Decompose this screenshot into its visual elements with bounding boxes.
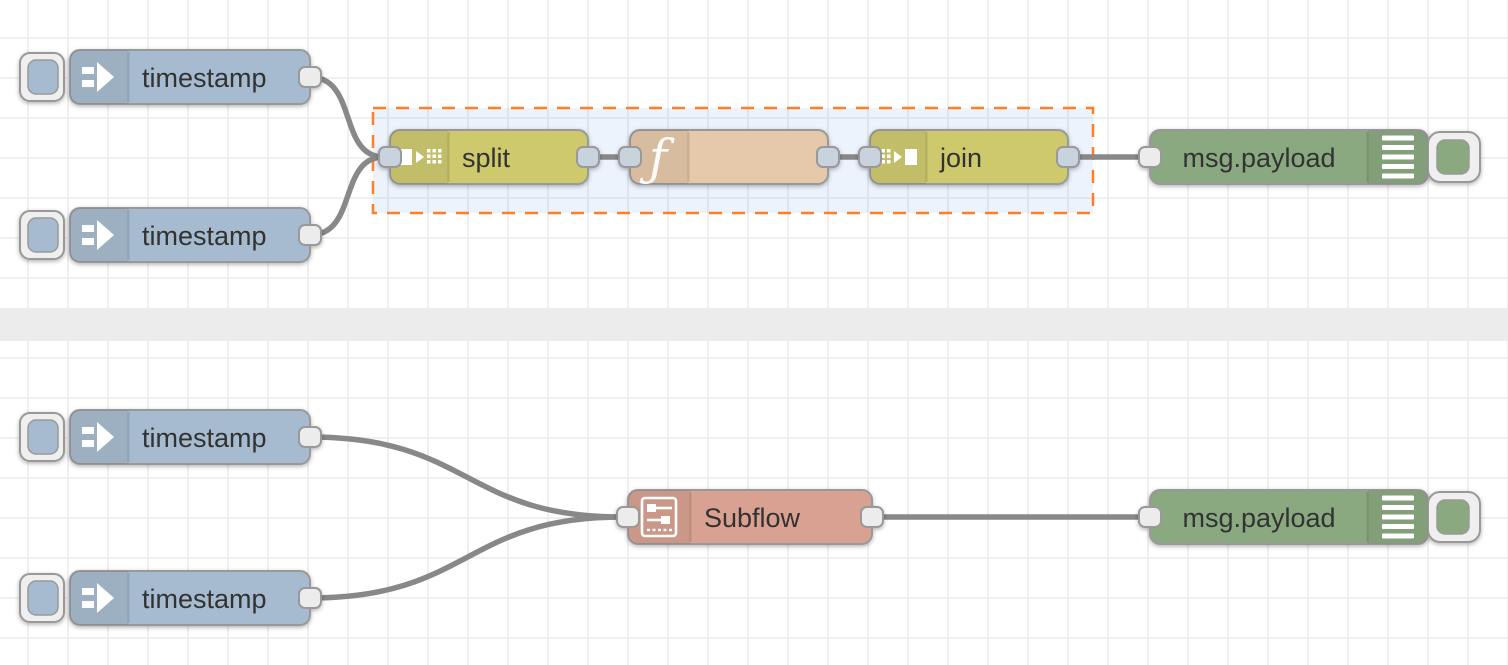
node-label: timestamp [142,221,267,251]
debug-list-icon [1382,135,1414,179]
node-label: msg.payload [1182,503,1335,533]
node-label: join [939,143,982,173]
split-node[interactable]: split [378,129,600,185]
input-port[interactable] [378,146,402,168]
node-label: timestamp [142,63,267,93]
inject-node-top-1[interactable]: timestamp [19,49,322,105]
node-label: timestamp [142,584,267,614]
subflow-node[interactable]: Subflow [616,489,884,545]
debug-toggle-button[interactable] [1427,491,1481,543]
output-port[interactable] [576,146,600,168]
inject-node-bottom-2[interactable]: timestamp [19,570,322,626]
inject-node-bottom-1[interactable]: timestamp [19,409,322,465]
inject-arrow-icon [82,422,114,452]
input-port[interactable] [858,146,882,168]
section-divider [0,308,1508,341]
node-label: timestamp [142,423,267,453]
function-node[interactable]: ƒ [618,129,840,187]
join-node[interactable]: join [858,129,1080,185]
input-port[interactable] [616,506,640,528]
input-port[interactable] [618,146,642,168]
output-port[interactable] [298,587,322,609]
debug-list-icon [1382,495,1414,539]
inject-arrow-icon [82,583,114,613]
output-port[interactable] [298,426,322,448]
node-label: Subflow [704,503,801,533]
subflow-icon [640,496,678,538]
inject-button[interactable] [19,412,65,462]
inject-button[interactable] [19,210,65,260]
output-port[interactable] [860,506,884,528]
debug-node-top[interactable]: msg.payload [1138,129,1481,185]
wire-inject2-split[interactable] [307,154,387,238]
output-port[interactable] [298,66,322,88]
input-port[interactable] [1138,506,1162,528]
debug-node-bottom[interactable]: msg.payload [1138,489,1481,545]
split-icon [400,149,442,165]
inject-button[interactable] [19,52,65,102]
output-port[interactable] [298,224,322,246]
debug-toggle-button[interactable] [1427,131,1481,183]
node-label: msg.payload [1182,143,1335,173]
output-port[interactable] [1056,146,1080,168]
inject-button[interactable] [19,573,65,623]
inject-arrow-icon [82,220,114,250]
output-port[interactable] [816,146,840,168]
wire-inject1-split[interactable] [307,74,387,160]
inject-node-top-2[interactable]: timestamp [19,207,322,263]
inject-arrow-icon [82,62,114,92]
input-port[interactable] [1138,146,1162,168]
node-label: split [462,143,511,173]
wire-inject4-subflow[interactable] [307,514,625,601]
wire-inject3-subflow[interactable] [307,434,625,520]
